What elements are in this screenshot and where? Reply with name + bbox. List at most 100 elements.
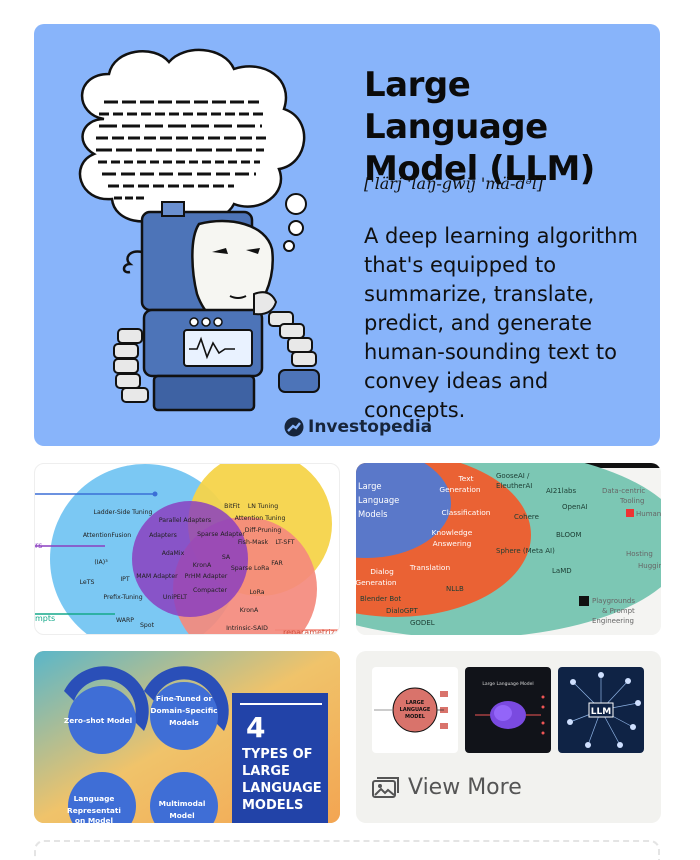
peft-label: Parallel Adapters (159, 517, 211, 524)
brand-logo: Investopedia (284, 417, 432, 437)
peft-label: Diff-Pruning (245, 527, 282, 534)
type-fine-tuned: Domain-Specific (150, 706, 217, 715)
next-card-placeholder (34, 840, 660, 860)
llm-types-infographic: Zero-shot Model Fine-Tuned or Domain-Spe… (34, 651, 340, 823)
genai-tooling: Data-centric (602, 487, 645, 495)
llm-robot-illustration (78, 48, 320, 412)
peft-label: BitFit (224, 503, 240, 510)
genai-label-textgen: Text (458, 474, 474, 483)
peft-label: AdaMix (162, 550, 185, 557)
peft-edge-reparam: reparametrizati (283, 628, 340, 635)
genai-llm-label: Models (358, 509, 388, 519)
peft-label: Adapters (149, 532, 177, 539)
types-headline: MODELS (242, 798, 303, 813)
genai-landscape-tile[interactable]: Large Language Models Text Generation Cl… (356, 463, 661, 635)
thumb-llm-diagram[interactable]: LARGE LANGUAGE MODEL (372, 667, 458, 753)
thumb-llm-brain[interactable]: Large Language Model (465, 667, 551, 753)
peft-label: LT-SFT (275, 539, 294, 546)
types-headline: LARGE (242, 764, 290, 779)
genai-label-textgen: Generation (439, 485, 481, 494)
peft-edge-rs: rs (35, 541, 42, 550)
genai-company: BLOOM (556, 531, 582, 539)
type-multimodal: Multimodal (159, 799, 206, 808)
peft-venn-tile[interactable]: rs mpts reparametrizati Ladder-Side Tuni… (34, 463, 340, 635)
peft-edge-mpts: mpts (35, 614, 55, 623)
thumb1-label: LANGUAGE (400, 707, 431, 713)
genai-label-knowledge: Answering (433, 539, 472, 548)
thumb-llm-network[interactable]: LLM (558, 667, 644, 753)
llm-brain-thumb-image: Large Language Model (475, 681, 545, 735)
view-more-label: View More (408, 775, 522, 800)
genai-company: NLLB (446, 585, 464, 593)
peft-label: LoRa (249, 589, 264, 596)
investopedia-logo-icon (284, 417, 304, 437)
genai-tooling: Tooling (619, 497, 644, 505)
peft-venn-diagram: rs mpts reparametrizati Ladder-Side Tuni… (35, 464, 340, 635)
genai-playground: Engineering (592, 617, 634, 625)
peft-label: (IA)³ (94, 559, 108, 566)
thumb3-label: LLM (591, 707, 611, 717)
view-more-button[interactable]: View More (372, 775, 522, 800)
genai-company: GODEL (410, 619, 435, 627)
type-language-rep: Language (74, 794, 115, 803)
genai-label-dialog: Generation (356, 578, 397, 587)
peft-label: Ladder-Side Tuning (94, 509, 153, 516)
thumb1-label: LARGE (406, 700, 425, 706)
peft-label: MAM Adapter (136, 573, 178, 580)
llm-network-thumb-image: LLM (567, 672, 641, 748)
hero-card[interactable]: Large Language Model (LLM) ['lärj 'laŋ-g… (34, 24, 660, 446)
peft-label: Attention Tuning (235, 515, 286, 522)
peft-label: Fish-Mask (238, 539, 269, 546)
type-language-rep: on Model (75, 816, 113, 823)
genai-playground: Playgrounds (592, 597, 635, 605)
genai-company: AI21labs (546, 487, 576, 495)
genai-hosting: Hosting (626, 550, 653, 558)
peft-label: WARP (116, 617, 134, 624)
genai-company: Cohere (514, 513, 539, 521)
peft-label: SA (222, 554, 231, 561)
peft-label: KronA (193, 562, 212, 569)
peft-label: Sparse LoRa (231, 565, 269, 572)
genai-llm-label: Language (358, 495, 399, 505)
genai-company: DialoGPT (386, 607, 418, 615)
peft-label: UniPELT (163, 594, 187, 601)
genai-playground: & Prompt (602, 607, 635, 615)
view-more-tile[interactable]: LARGE LANGUAGE MODEL Large Language Mode… (356, 651, 661, 823)
genai-label-dialog: Dialog (370, 567, 394, 576)
type-zero-shot: Zero-shot Model (64, 716, 132, 725)
genai-company: GooseAI / (496, 472, 530, 480)
genai-label-translation: Translation (409, 563, 451, 572)
hero-phonetic: ['lärj 'laŋ-gwij 'mä-dᵊl] (364, 174, 544, 193)
peft-label: LeTS (80, 579, 95, 586)
llm-types-tile[interactable]: Zero-shot Model Fine-Tuned or Domain-Spe… (34, 651, 340, 823)
peft-label: IPT (120, 576, 130, 583)
types-headline: TYPES OF (242, 747, 313, 762)
genai-tooling: HumanF (636, 510, 661, 518)
genai-hosting: Huggin (638, 562, 661, 570)
peft-label: PrHM Adapter (185, 573, 228, 580)
genai-company: OpenAI (562, 503, 588, 511)
genai-llm-label: Large (358, 481, 382, 491)
image-gallery-icon (372, 776, 399, 798)
genai-label-knowledge: Knowledge (432, 528, 473, 537)
genai-company: EleutherAI (496, 482, 532, 490)
thumb2-label: Large Language Model (482, 681, 533, 687)
peft-label: Spot (140, 622, 155, 629)
peft-label: Compacter (193, 587, 227, 594)
hero-title: Large Language Model (LLM) (364, 65, 595, 189)
peft-label: Prefix-Tuning (103, 594, 142, 601)
type-fine-tuned: Fine-Tuned or (156, 694, 213, 703)
peft-label: LN Tuning (248, 503, 278, 510)
type-fine-tuned: Models (169, 718, 199, 727)
brand-name: Investopedia (308, 417, 433, 437)
peft-label: Sparse Adapter (197, 531, 245, 538)
thumb1-label: MODEL (405, 714, 426, 720)
type-language-rep: Representati (67, 806, 121, 815)
type-multimodal: Model (169, 811, 194, 820)
genai-company: Sphere (Meta AI) (496, 547, 555, 555)
types-headline: LANGUAGE (242, 781, 322, 796)
types-number: 4 (246, 711, 265, 744)
genai-label-classification: Classification (442, 508, 491, 517)
genai-landscape-diagram: Large Language Models Text Generation Cl… (356, 463, 661, 635)
genai-company: Blender Bot (360, 595, 401, 603)
